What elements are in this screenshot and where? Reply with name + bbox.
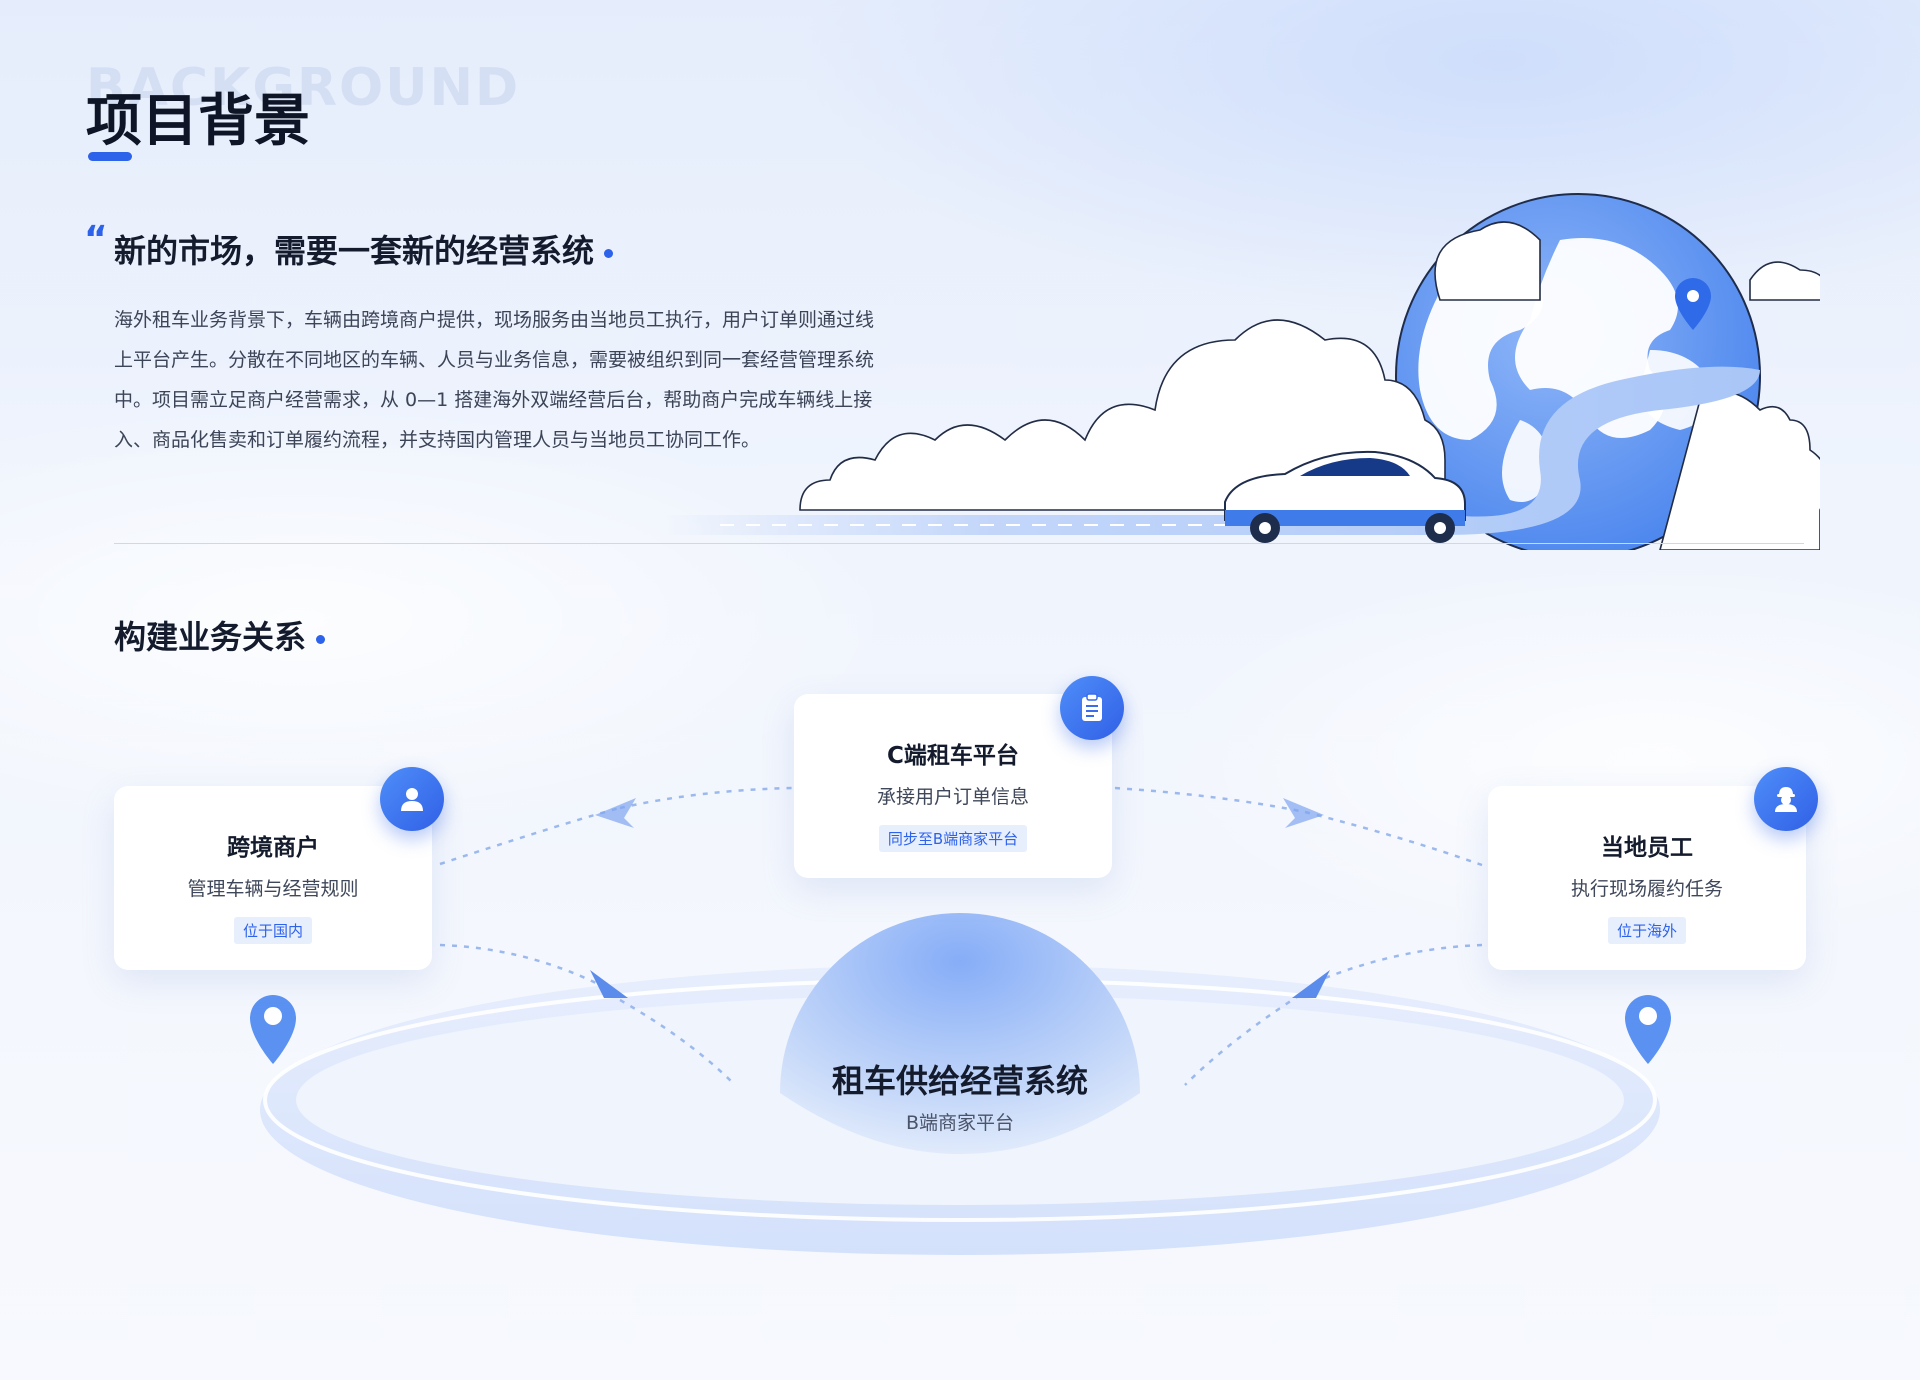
dashed-connectors bbox=[439, 786, 1483, 1086]
worker-icon bbox=[1754, 767, 1818, 831]
clipboard-icon bbox=[1060, 676, 1124, 740]
paragraph-line: 海外租车业务背景下，车辆由跨境商户提供，现场服务由当地员工执行，用户订单则通过线 bbox=[114, 309, 875, 331]
map-pin-right-icon bbox=[1625, 995, 1671, 1064]
location-pin-icon bbox=[1675, 278, 1711, 330]
relations-heading: 构建业务关系 bbox=[114, 612, 326, 658]
heading-dot bbox=[316, 634, 326, 644]
card-title: 跨境商户 bbox=[227, 835, 319, 861]
card-title: C端租车平台 bbox=[887, 743, 1019, 769]
center-system-title: 租车供给经营系统 bbox=[831, 1062, 1088, 1100]
card-desc: 管理车辆与经营规则 bbox=[187, 878, 359, 900]
background-watermark-text: BACKGROUND bbox=[86, 58, 521, 118]
center-system-subtitle: B端商家平台 bbox=[905, 1112, 1015, 1134]
quote-mark-icon: “ bbox=[84, 219, 108, 260]
headline-dot bbox=[604, 248, 614, 258]
clouds-decoration bbox=[799, 221, 1820, 550]
card-tag: 位于国内 bbox=[233, 917, 312, 944]
person-icon bbox=[380, 767, 444, 831]
section-divider bbox=[114, 543, 1804, 544]
card-merchant[interactable]: 跨境商户 管理车辆与经营规则 位于国内 bbox=[114, 786, 432, 970]
hero-illustration bbox=[660, 193, 1820, 550]
map-pin-left-icon bbox=[250, 995, 296, 1064]
center-sphere bbox=[780, 913, 1140, 1154]
arrow-icons bbox=[590, 798, 1330, 998]
card-tag: 位于海外 bbox=[1607, 917, 1686, 944]
card-title: 当地员工 bbox=[1601, 835, 1693, 861]
paragraph-line: 上平台产生。分散在不同地区的车辆、人员与业务信息，需要被组织到同一套经营管理系统 bbox=[114, 349, 875, 371]
title-underline bbox=[88, 152, 132, 161]
paragraph-line: 中。项目需立足商户经营需求，从 0—1 搭建海外双端经营后台，帮助商户完成车辆线… bbox=[114, 389, 873, 411]
card-tag: 同步至B端商家平台 bbox=[878, 825, 1028, 852]
card-desc: 承接用户订单信息 bbox=[876, 786, 1029, 808]
intro-paragraph: 海外租车业务背景下，车辆由跨境商户提供，现场服务由当地员工执行，用户订单则通过线… bbox=[114, 300, 914, 460]
page-title: 项目背景 bbox=[86, 89, 310, 154]
card-desc: 执行现场履约任务 bbox=[1570, 878, 1723, 900]
paragraph-line: 入、商品化售卖和订单履约流程，并支持国内管理人员与当地员工协同工作。 bbox=[114, 429, 761, 451]
intro-headline: 新的市场，需要一套新的经营系统 bbox=[114, 226, 614, 272]
car-icon bbox=[1224, 450, 1466, 543]
card-local-staff[interactable]: 当地员工 执行现场履约任务 位于海外 bbox=[1488, 786, 1806, 970]
card-c-platform[interactable]: C端租车平台 承接用户订单信息 同步至B端商家平台 bbox=[794, 694, 1112, 878]
